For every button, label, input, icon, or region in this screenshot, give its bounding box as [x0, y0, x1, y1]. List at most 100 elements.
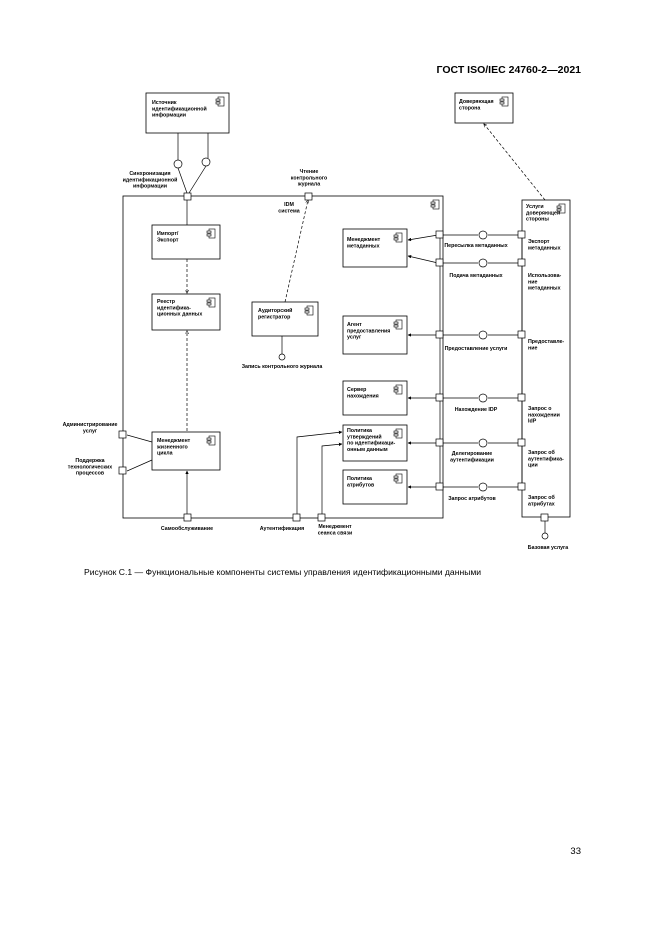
- import-export-box: [151, 224, 221, 260]
- authentication-label: Аутентификация: [260, 525, 305, 532]
- component-icon: [499, 96, 509, 107]
- dependency-line: [284, 200, 308, 303]
- idm-system-boundary: [122, 195, 444, 519]
- audit-write-label: Запись контрольного журнала: [242, 364, 323, 370]
- meta-request-label: Пересылка метаданных: [444, 243, 507, 249]
- port: [183, 192, 192, 201]
- attr-policy-box: [342, 469, 408, 505]
- interface-socket: [173, 159, 183, 169]
- component-icon: [206, 435, 216, 446]
- dependency-line: [484, 124, 546, 201]
- component-icon: [215, 96, 225, 107]
- import-export-label: Импорт/Экспорт: [157, 231, 179, 243]
- component-icon: [393, 473, 403, 484]
- port: [292, 513, 301, 522]
- connector: [407, 255, 439, 264]
- port: [435, 438, 444, 447]
- component-icon: [393, 232, 403, 243]
- port: [517, 230, 526, 239]
- interface-socket: [478, 438, 488, 448]
- port: [304, 192, 313, 201]
- connector: [296, 430, 343, 514]
- meta-submit-label: Подача метаданных: [449, 273, 502, 279]
- port: [118, 466, 127, 475]
- port: [118, 430, 127, 439]
- component-icon: [206, 297, 216, 308]
- component-icon: [393, 428, 403, 439]
- interface-lollipop: [278, 353, 286, 361]
- component-icon: [206, 228, 216, 239]
- port: [517, 482, 526, 491]
- document-code: ГОСТ ISO/IEC 24760-2—2021: [436, 64, 581, 76]
- interface-socket: [478, 330, 488, 340]
- port: [435, 258, 444, 267]
- lifecycle-box: [151, 431, 221, 471]
- component-icon: [393, 384, 403, 395]
- component-icon: [304, 305, 314, 316]
- port: [435, 393, 444, 402]
- port: [540, 513, 549, 522]
- port: [435, 330, 444, 339]
- interface-socket: [478, 482, 488, 492]
- base-service-label: Базовая услуга: [528, 545, 568, 551]
- connector: [177, 167, 188, 194]
- policy-box: [342, 424, 408, 462]
- port: [517, 393, 526, 402]
- port: [517, 438, 526, 447]
- interface-socket: [478, 230, 488, 240]
- interface-socket: [478, 393, 488, 403]
- self-service-label: Самообслуживание: [161, 525, 213, 532]
- discovery-box: [342, 380, 408, 416]
- port: [517, 330, 526, 339]
- page-number: 33: [570, 846, 581, 857]
- r-provision-label: Предоставле-ние: [528, 339, 564, 351]
- port: [317, 513, 326, 522]
- port: [183, 513, 192, 522]
- idp-discovery-label: Нахождение IDP: [455, 407, 498, 413]
- connector: [321, 442, 343, 514]
- interface-socket: [478, 258, 488, 268]
- figure-caption: Рисунок С.1 — Функциональные компоненты …: [84, 567, 482, 577]
- agent-box: [342, 315, 408, 355]
- dependent-box: [454, 92, 514, 124]
- registry-box: [151, 293, 221, 331]
- port: [435, 230, 444, 239]
- connector: [126, 459, 153, 472]
- connector: [126, 434, 153, 443]
- component-icon: [556, 203, 566, 214]
- connector: [407, 234, 439, 242]
- component-icon: [393, 319, 403, 330]
- metadata-mgmt-box: [342, 228, 408, 268]
- port: [435, 482, 444, 491]
- port: [517, 258, 526, 267]
- connector: [188, 165, 207, 194]
- component-icon: [430, 199, 440, 210]
- source-box: [145, 92, 230, 134]
- attr-request-label: Запрос атрибутов: [448, 495, 496, 502]
- interface-lollipop: [541, 532, 549, 540]
